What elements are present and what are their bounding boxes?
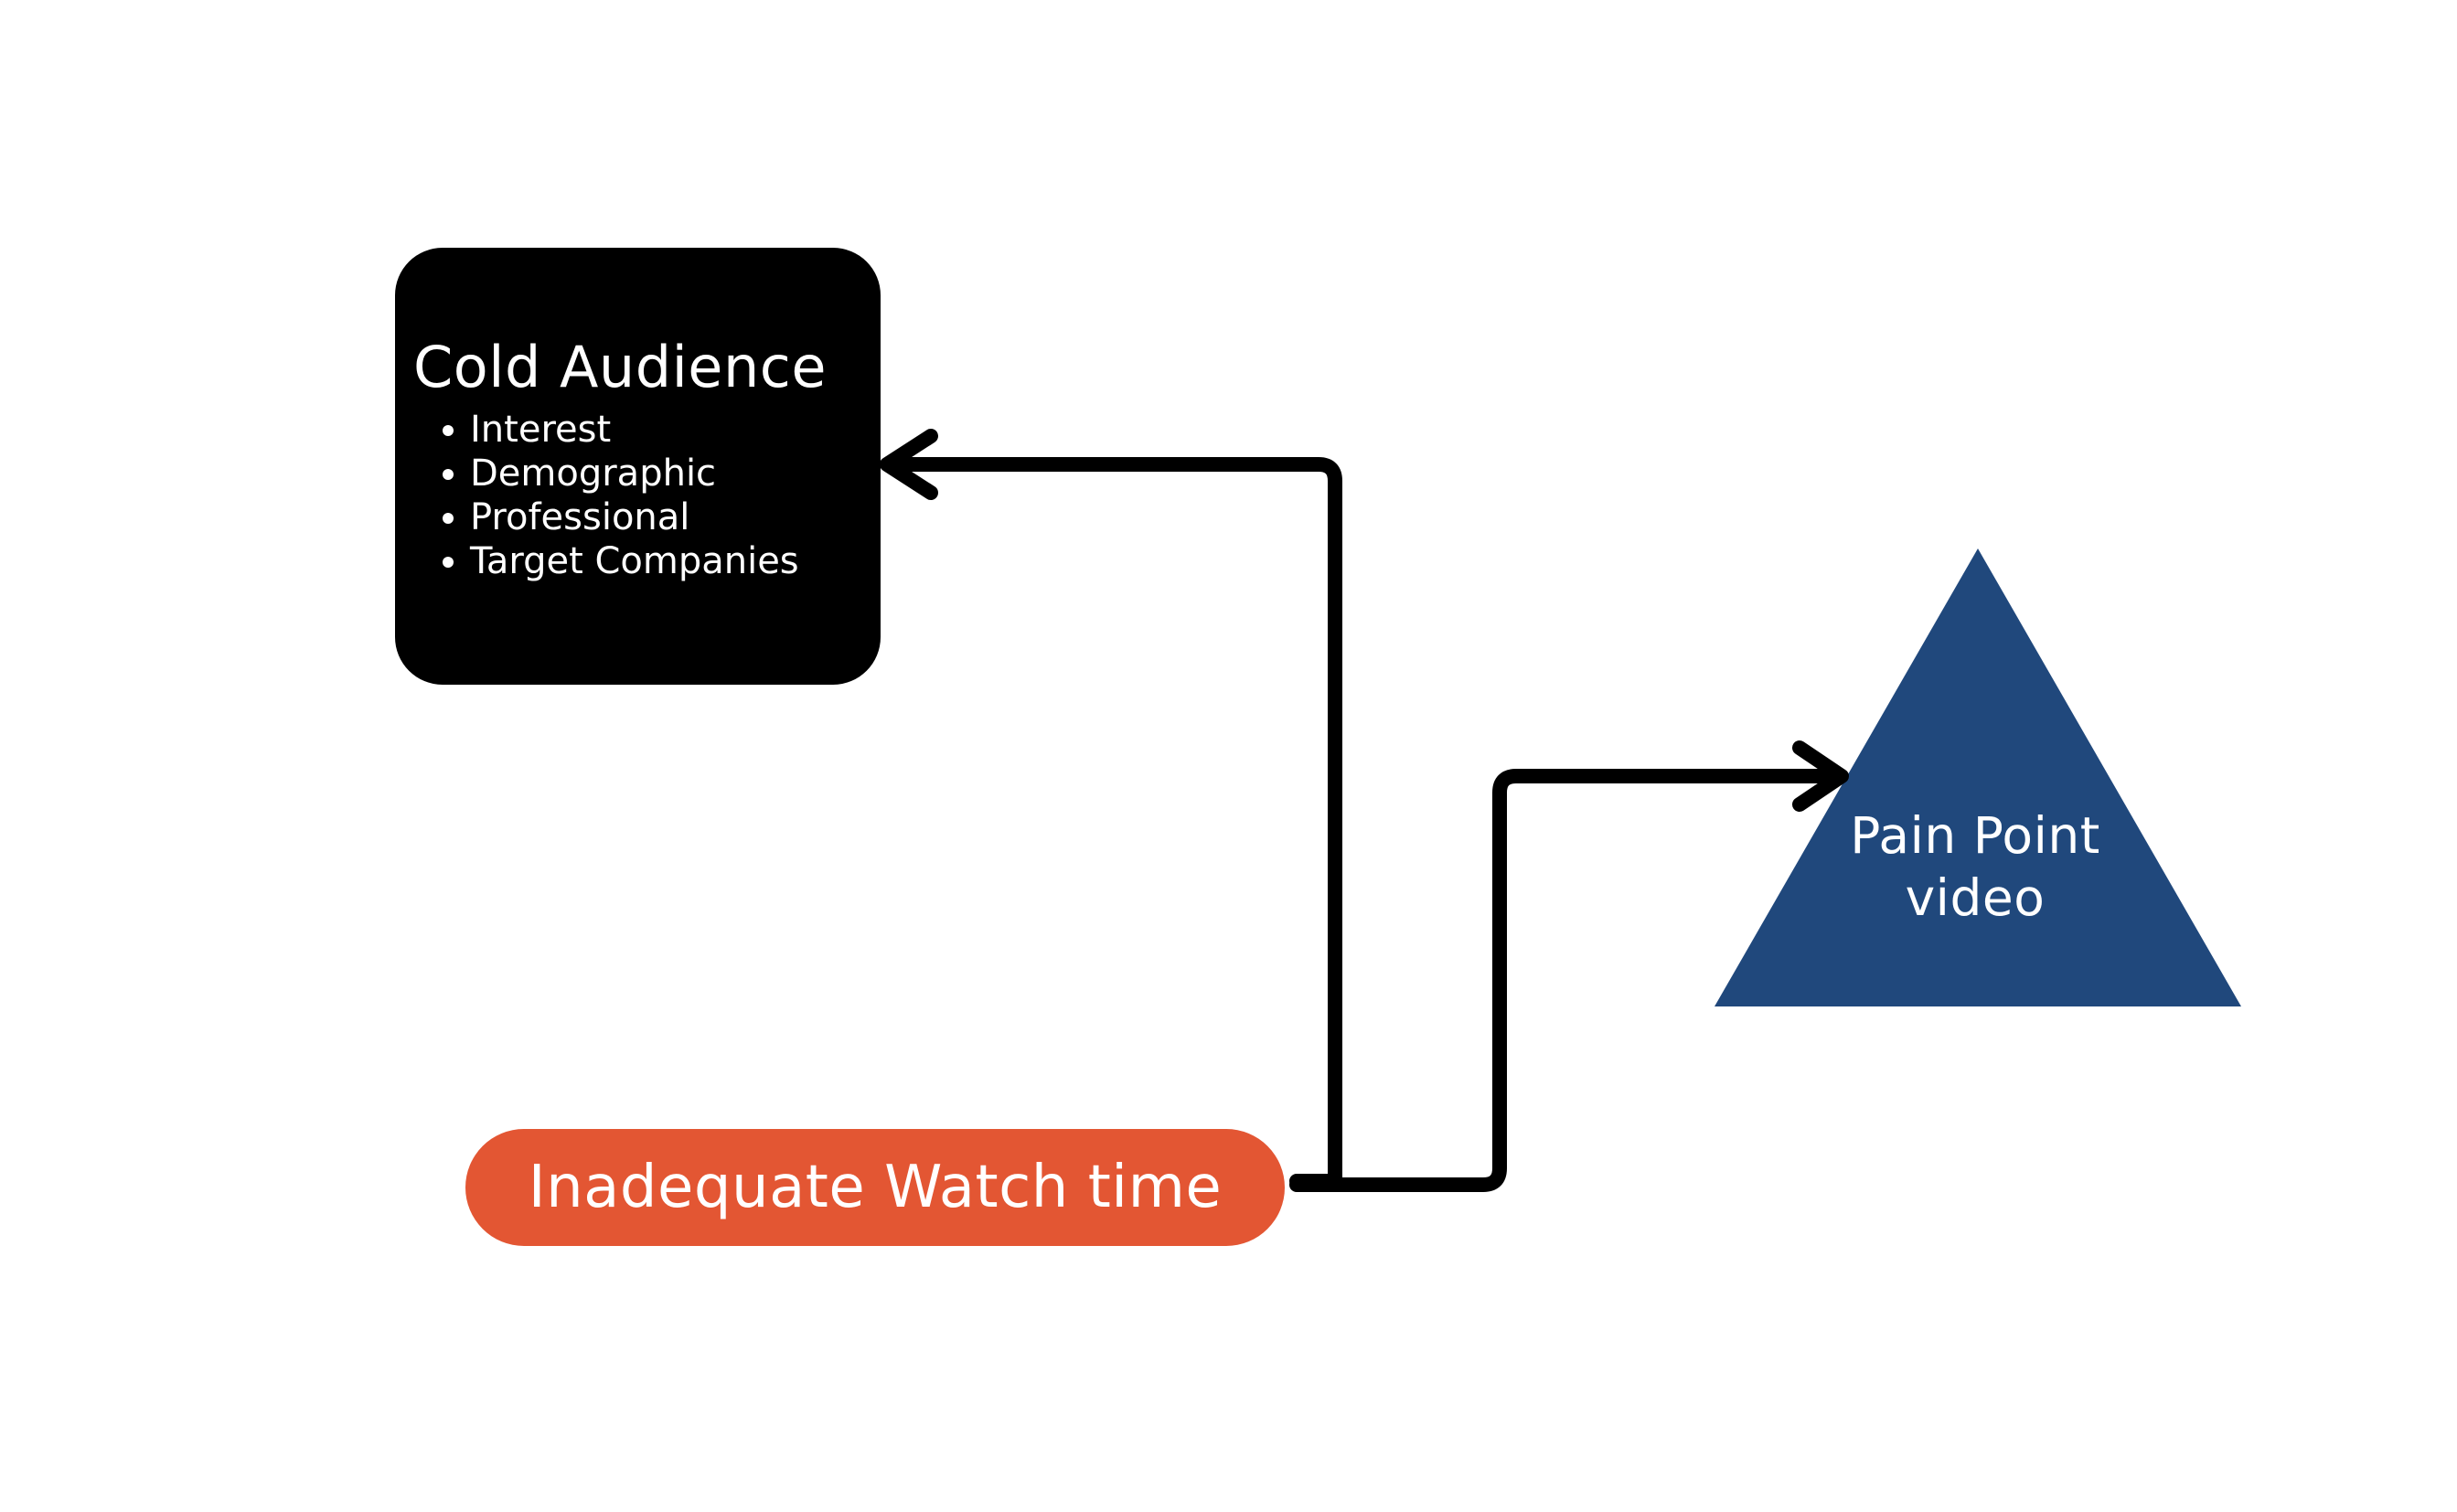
connector-to-cold-audience [884,457,1342,1188]
pain-point-line-1: Pain Point [1850,806,2100,865]
bullet-icon [443,425,454,436]
cold-audience-list: Interest Demographic Professional Target… [443,408,799,583]
list-item-label: Demographic [470,453,717,495]
list-item-label: Professional [470,496,690,538]
pain-point-triangle[interactable] [1715,548,2241,1006]
list-item: Interest [443,408,799,452]
pain-point-label: Pain Point video [1792,804,2158,929]
list-item: Demographic [443,452,799,495]
list-item-label: Target Companies [470,540,799,582]
connector-to-pain-point [1289,769,1843,1192]
arrow-left-icon [880,429,938,500]
watch-time-pill[interactable]: Inadequate Watch time [465,1129,1285,1246]
bullet-icon [443,557,454,568]
list-item: Target Companies [443,539,799,583]
arrow-right-icon [1792,740,1849,812]
bullet-icon [443,513,454,524]
bullet-icon [443,469,454,480]
cold-audience-box[interactable]: Cold Audience Interest Demographic Profe… [395,248,881,685]
cold-audience-title: Cold Audience [413,334,827,400]
list-item-label: Interest [470,409,612,451]
list-item: Professional [443,495,799,539]
pain-point-line-2: video [1905,868,2046,927]
